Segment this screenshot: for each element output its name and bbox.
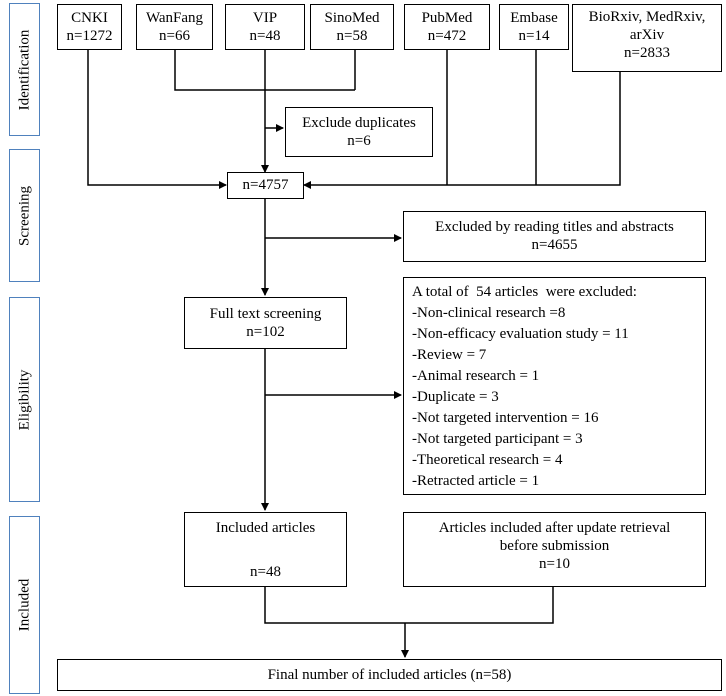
fulltext-box: Full text screening n=102 — [184, 297, 347, 349]
included-articles-box: Included articles n=48 — [184, 512, 347, 587]
source-box-sinomed: SinoMed n=58 — [310, 4, 394, 50]
update-retrieval-count: n=10 — [539, 556, 570, 572]
excluded-titles-count: n=4655 — [531, 237, 578, 253]
exclude-duplicates-count: n=6 — [347, 133, 371, 149]
source-box-wanfang: WanFang n=66 — [136, 4, 213, 50]
source-box-vip: VIP n=48 — [225, 4, 305, 50]
source-name-line2: arXiv — [629, 27, 665, 43]
source-box-embase: Embase n=14 — [499, 4, 569, 50]
line-biorxiv — [303, 72, 621, 189]
included-articles-label: Included articles — [215, 520, 316, 536]
source-name: Embase — [510, 10, 558, 26]
exclusion-reason: -Non-efficacy evaluation study = 11 — [412, 326, 629, 342]
source-count: n=472 — [427, 28, 467, 44]
stage-screening-label: Screening — [16, 185, 32, 246]
exclusion-reason: -Theoretical research = 4 — [412, 452, 563, 468]
line-wanfang — [174, 50, 355, 91]
final-label: Final number of included articles (n=58) — [267, 667, 512, 683]
excluded-titles-label: Excluded by reading titles and abstracts — [435, 219, 674, 235]
excluded-titles-box: Excluded by reading titles and abstracts… — [403, 211, 706, 262]
exclusion-reason: -Not targeted intervention = 16 — [412, 410, 599, 426]
update-retrieval-line2: before submission — [499, 538, 610, 554]
stage-eligibility-label: Eligibility — [16, 369, 32, 430]
update-retrieval-line1: Articles included after update retrieval — [438, 520, 671, 536]
update-retrieval-box: Articles included after update retrieval… — [403, 512, 706, 587]
excluded-fulltext-box: A total of 54 articles were excluded: -N… — [403, 277, 706, 495]
excluded-fulltext-title: A total of 54 articles were excluded: — [412, 284, 637, 300]
source-box-pubmed: PubMed n=472 — [404, 4, 490, 50]
source-count: n=2833 — [624, 45, 670, 61]
exclude-duplicates-label: Exclude duplicates — [302, 115, 416, 131]
source-name: WanFang — [145, 10, 204, 26]
source-count: n=48 — [249, 28, 281, 44]
source-name: SinoMed — [324, 10, 380, 26]
exclusion-reason: -Duplicate = 3 — [412, 389, 499, 405]
stage-included: Included — [9, 516, 40, 694]
fulltext-count: n=102 — [246, 324, 285, 340]
source-count: n=14 — [518, 28, 550, 44]
source-box-biorxiv: BioRxiv, MedRxiv, arXiv n=2833 — [572, 4, 722, 72]
stage-screening: Screening — [9, 149, 40, 282]
included-articles-count: n=48 — [250, 564, 281, 580]
final-box: Final number of included articles (n=58) — [57, 659, 722, 691]
stage-identification-label: Identification — [16, 29, 32, 110]
exclude-duplicates-box: Exclude duplicates n=6 — [285, 107, 433, 157]
stage-identification: Identification — [9, 3, 40, 136]
fulltext-label: Full text screening — [209, 306, 322, 322]
source-count: n=66 — [159, 28, 190, 44]
exclusion-reason: -Not targeted participant = 3 — [412, 431, 583, 447]
stage-included-label: Included — [16, 578, 32, 632]
exclusion-reason: -Non-clinical research =8 — [412, 305, 566, 321]
source-name: PubMed — [421, 10, 473, 26]
source-count: n=1272 — [66, 28, 113, 44]
source-name: VIP — [252, 10, 278, 26]
exclusion-reason: -Review = 7 — [412, 347, 487, 363]
line-included-merge — [264, 587, 554, 624]
stage-eligibility: Eligibility — [9, 297, 40, 502]
line-cnki — [87, 50, 227, 189]
exclusion-reason: -Animal research = 1 — [412, 368, 540, 384]
source-name: CNKI — [71, 10, 108, 26]
source-box-cnki: CNKI n=1272 — [57, 4, 122, 50]
screened-count: n=4757 — [242, 177, 289, 193]
screened-box: n=4757 — [227, 172, 304, 199]
exclusion-reason: -Retracted article = 1 — [412, 473, 540, 489]
source-name-line1: BioRxiv, MedRxiv, — [588, 9, 706, 25]
source-count: n=58 — [336, 28, 368, 44]
